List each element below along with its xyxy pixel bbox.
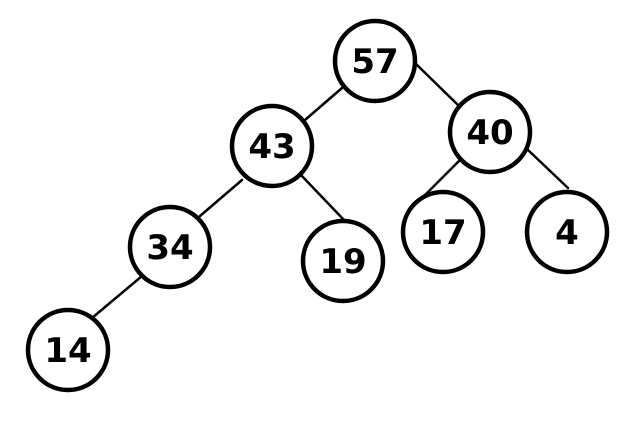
node-circle [127, 204, 213, 290]
tree-node: 19 [300, 218, 386, 304]
tree-node: 17 [400, 189, 486, 275]
edge-40-17 [422, 158, 462, 198]
node-label: 43 [248, 127, 295, 167]
node-label: 57 [351, 42, 398, 82]
node-label: 40 [466, 113, 513, 153]
node-label: 34 [146, 228, 193, 268]
node-circle [25, 307, 111, 393]
edge-57-40 [412, 60, 461, 108]
edge-43-34 [198, 178, 244, 218]
node-label: 4 [555, 213, 579, 253]
node-circle [524, 189, 610, 275]
tree-node: 40 [447, 89, 533, 175]
edge-34-14 [90, 274, 144, 320]
tree-node: 43 [229, 103, 315, 189]
node-circle [229, 103, 315, 189]
tree-nodes: 57 43 40 34 19 17 4 14 [25, 18, 610, 393]
tree-node: 34 [127, 204, 213, 290]
edge-43-19 [298, 172, 346, 222]
node-label: 14 [44, 331, 91, 371]
tree-node: 57 [332, 18, 418, 104]
edge-57-43 [296, 86, 344, 128]
node-label: 17 [419, 213, 466, 253]
tree-edges [90, 60, 570, 320]
tree-node: 14 [25, 307, 111, 393]
tree-node: 4 [524, 189, 610, 275]
node-circle [447, 89, 533, 175]
node-circle [332, 18, 418, 104]
node-label: 19 [319, 242, 366, 282]
edge-40-4 [526, 148, 570, 190]
node-circle [300, 218, 386, 304]
node-circle [400, 189, 486, 275]
